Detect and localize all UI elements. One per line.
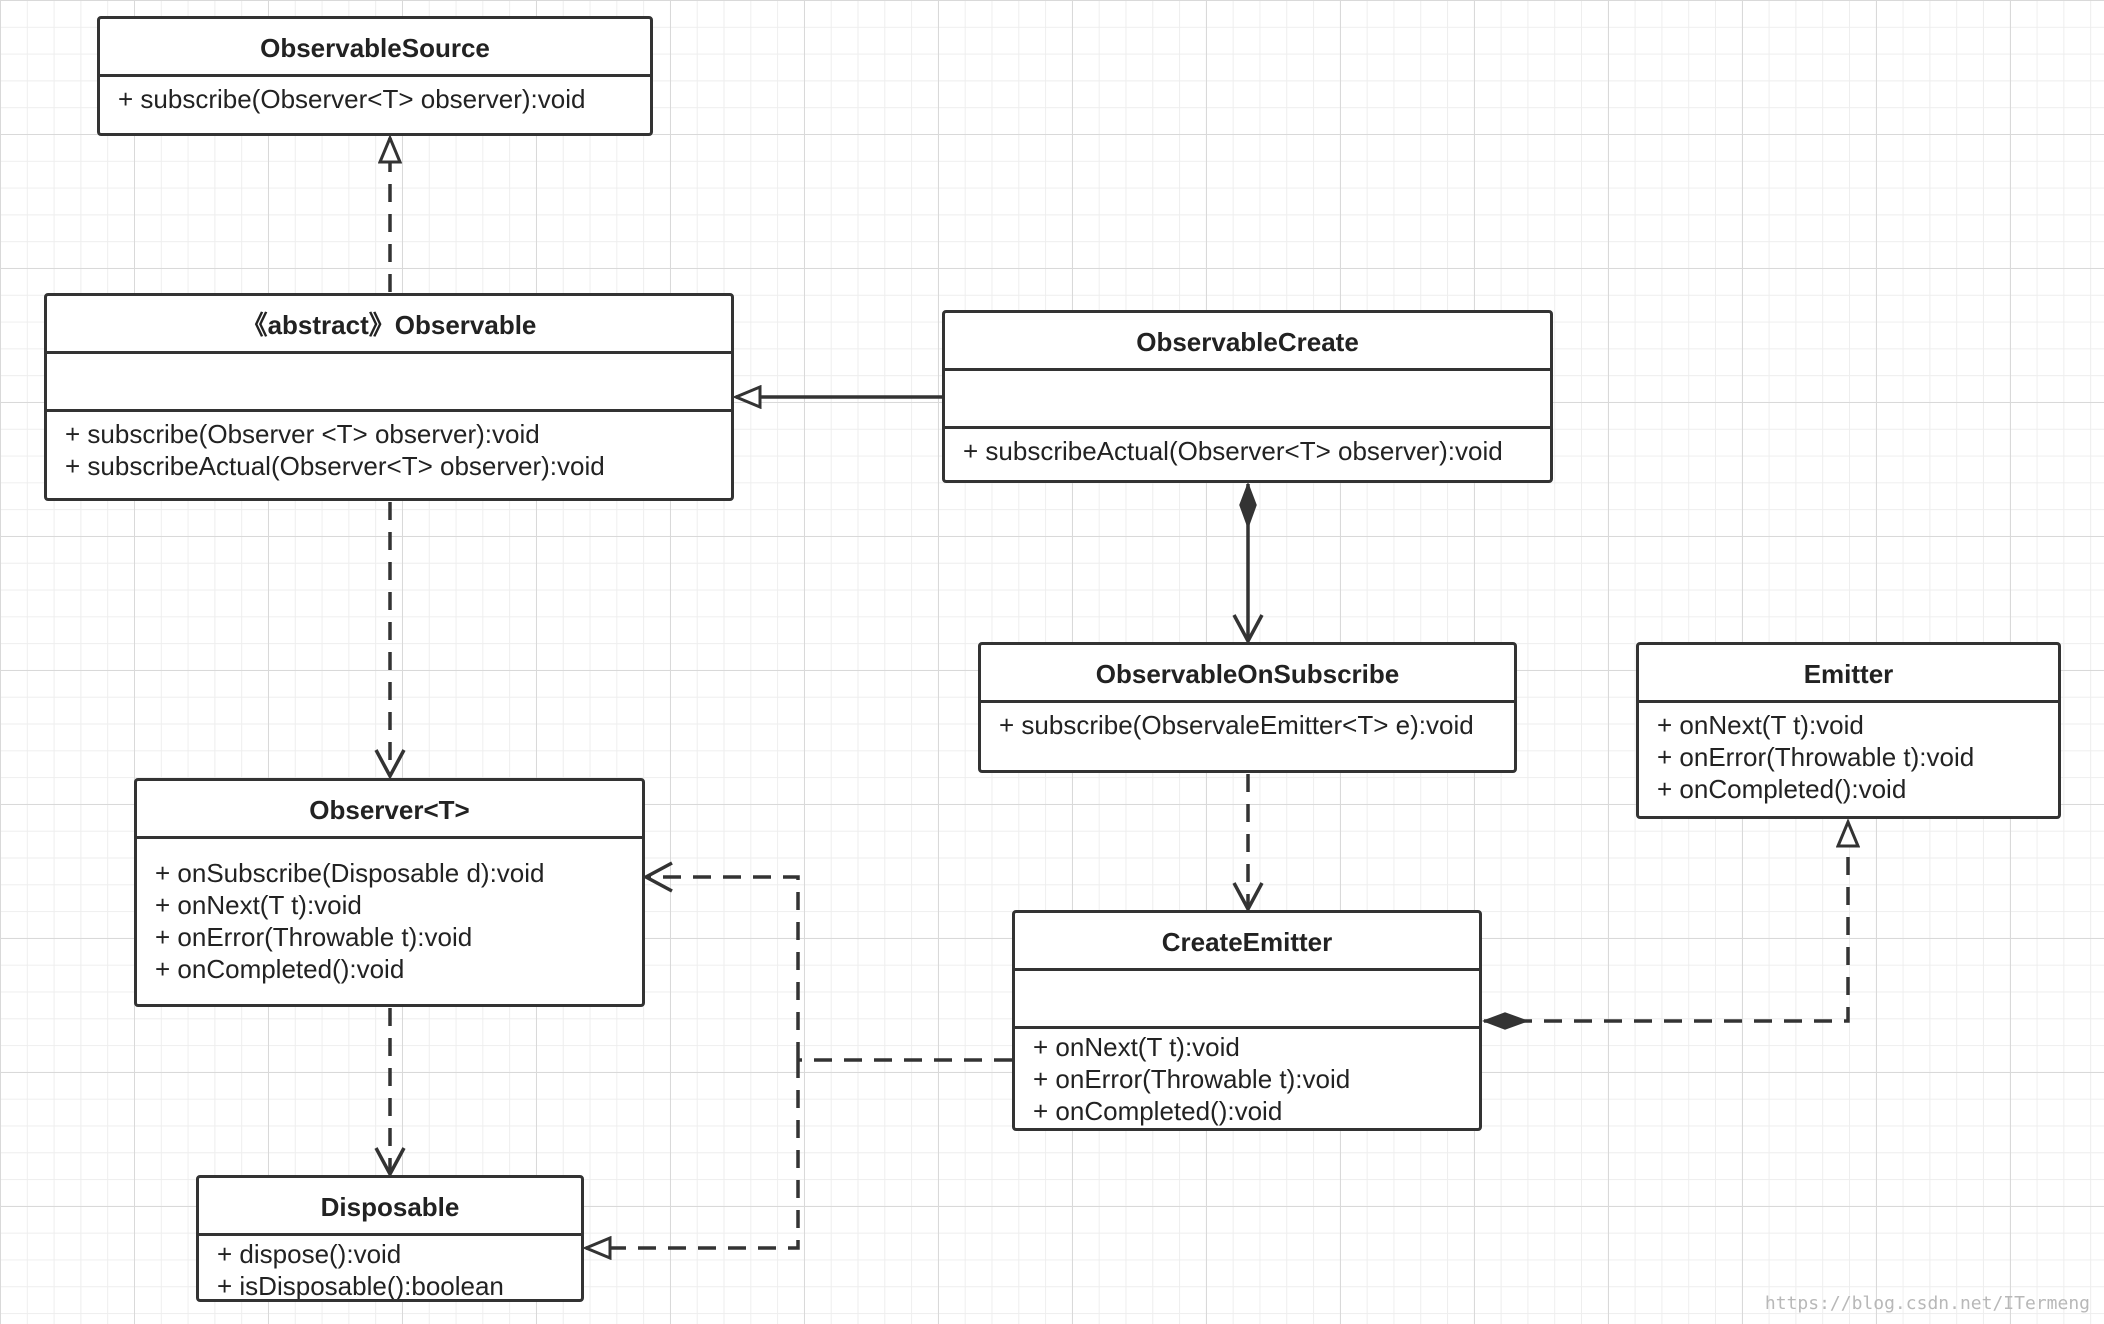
operation: + isDisposable():boolean bbox=[217, 1271, 504, 1301]
operation: + onNext(T t):void bbox=[1657, 710, 1864, 740]
class-title: CreateEmitter bbox=[1015, 913, 1479, 971]
realization-createemitter-to-disposable bbox=[586, 1060, 800, 1248]
class-disposable[interactable]: Disposable + dispose():void + isDisposab… bbox=[196, 1175, 584, 1302]
class-operations: + onNext(T t):void + onError(Throwable t… bbox=[1639, 703, 2058, 805]
class-title: ObservableOnSubscribe bbox=[981, 645, 1514, 703]
operation: + onSubscribe(Disposable d):void bbox=[155, 858, 545, 888]
class-observable-create[interactable]: ObservableCreate + subscribeActual(Obser… bbox=[942, 310, 1553, 483]
watermark: https://blog.csdn.net/ITermeng bbox=[1764, 1293, 2090, 1314]
class-operations: + subscribe(Observer<T> observer):void bbox=[100, 77, 650, 115]
operation: + subscribe(ObservaleEmitter<T> e):void bbox=[999, 710, 1474, 740]
class-emitter[interactable]: Emitter + onNext(T t):void + onError(Thr… bbox=[1636, 642, 2061, 819]
class-observable-source[interactable]: ObservableSource + subscribe(Observer<T>… bbox=[97, 16, 653, 136]
class-observable-on-subscribe[interactable]: ObservableOnSubscribe + subscribe(Observ… bbox=[978, 642, 1517, 773]
operation: + subscribeActual(Observer<T> observer):… bbox=[963, 436, 1503, 466]
class-operations: + onNext(T t):void + onError(Throwable t… bbox=[1015, 1029, 1479, 1127]
class-operations: + dispose():void + isDisposable():boolea… bbox=[199, 1236, 581, 1301]
class-operations: + subscribeActual(Observer<T> observer):… bbox=[945, 429, 1550, 467]
operation: + onCompleted():void bbox=[1033, 1096, 1283, 1126]
operation: + onError(Throwable t):void bbox=[1033, 1064, 1351, 1094]
operation: + onCompleted():void bbox=[1657, 774, 1907, 804]
class-attributes bbox=[1015, 971, 1479, 1029]
class-create-emitter[interactable]: CreateEmitter + onNext(T t):void + onErr… bbox=[1012, 910, 1482, 1131]
operation: + onError(Throwable t):void bbox=[1657, 742, 1975, 772]
realization-createemitter-to-emitter bbox=[1484, 822, 1848, 1021]
class-title: Disposable bbox=[199, 1178, 581, 1236]
class-operations: + subscribe(ObservaleEmitter<T> e):void bbox=[981, 703, 1514, 741]
class-attributes bbox=[47, 354, 731, 412]
class-title: Emitter bbox=[1639, 645, 2058, 703]
class-operations: + subscribe(Observer <T> observer):void … bbox=[47, 412, 731, 482]
operation: + subscribe(Observer <T> observer):void bbox=[65, 419, 540, 449]
class-operations: + onSubscribe(Disposable d):void + onNex… bbox=[137, 839, 642, 985]
class-title: ObservableSource bbox=[100, 19, 650, 77]
operation: + onCompleted():void bbox=[155, 954, 405, 984]
class-observer[interactable]: Observer<T> + onSubscribe(Disposable d):… bbox=[134, 778, 645, 1007]
operation: + onError(Throwable t):void bbox=[155, 922, 473, 952]
operation: + subscribe(Observer<T> observer):void bbox=[118, 84, 586, 114]
realization-createemitter-to-observer bbox=[642, 861, 800, 1060]
class-title: 《abstract》Observable bbox=[47, 296, 731, 354]
class-observable[interactable]: 《abstract》Observable + subscribe(Observe… bbox=[44, 293, 734, 501]
operation: + onNext(T t):void bbox=[155, 890, 362, 920]
class-title: ObservableCreate bbox=[945, 313, 1550, 371]
operation: + subscribeActual(Observer<T> observer):… bbox=[65, 451, 605, 481]
operation: + onNext(T t):void bbox=[1033, 1032, 1240, 1062]
operation: + dispose():void bbox=[217, 1239, 402, 1269]
class-title: Observer<T> bbox=[137, 781, 642, 839]
class-attributes bbox=[945, 371, 1550, 429]
